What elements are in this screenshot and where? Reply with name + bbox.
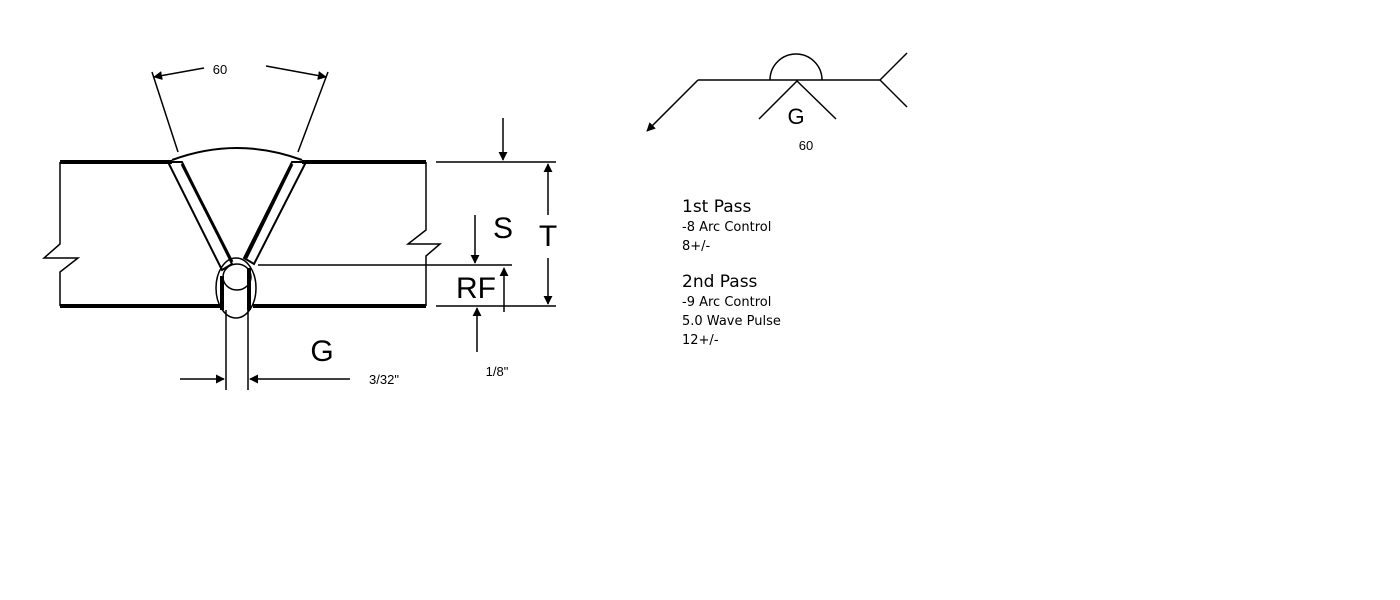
arrow-leader	[646, 79, 699, 132]
right-break-line	[405, 162, 443, 306]
pass-1-line-2: 8+/-	[682, 239, 711, 254]
gap-dimension: 3/32"	[369, 372, 399, 387]
label-rf: RF	[456, 272, 496, 305]
pass-1-line-1: -8 Arc Control	[682, 220, 772, 235]
pass-2-line-2: 5.0 Wave Pulse	[682, 314, 781, 329]
pass-2-title: 2nd Pass	[682, 272, 758, 292]
symbol-angle-value: 60	[799, 138, 813, 153]
tail-upper	[879, 52, 908, 81]
angle-value: 60	[213, 62, 227, 77]
left-break-line	[42, 162, 81, 306]
v-groove-symbol	[758, 79, 837, 120]
angle-dimension	[151, 65, 329, 153]
right-bevel-face	[242, 161, 308, 266]
root-face-dimension: 1/8"	[486, 364, 509, 379]
pass-1: 1st Pass -8 Arc Control 8+/-	[682, 196, 781, 256]
left-bevel-inner	[180, 163, 234, 263]
joint-cross-section	[42, 147, 443, 390]
left-bevel-face	[166, 161, 234, 272]
thickness-dimensions	[180, 118, 556, 384]
root-bead	[215, 257, 257, 319]
root-pass	[222, 263, 252, 291]
label-s: S	[493, 212, 513, 245]
pass-1-title: 1st Pass	[682, 197, 752, 217]
tail-lower	[879, 79, 908, 108]
melt-through-symbol	[769, 53, 823, 81]
pass-2-line-3: 12+/-	[682, 333, 719, 348]
pass-2-line-1: -9 Arc Control	[682, 295, 772, 310]
angle-arrow-right	[265, 65, 327, 80]
label-t: T	[539, 220, 557, 253]
angle-extension-right	[297, 71, 329, 153]
label-g: G	[310, 335, 333, 368]
weld-cap	[171, 147, 303, 161]
angle-arrow-left	[153, 67, 205, 80]
pass-notes: 1st Pass -8 Arc Control 8+/- 2nd Pass -9…	[682, 196, 781, 365]
angle-extension-left	[151, 71, 179, 153]
right-bevel-inner	[244, 163, 294, 259]
welding-symbol	[646, 52, 908, 132]
symbol-groove-label: G	[787, 104, 804, 129]
pass-2: 2nd Pass -9 Arc Control 5.0 Wave Pulse 1…	[682, 271, 781, 350]
